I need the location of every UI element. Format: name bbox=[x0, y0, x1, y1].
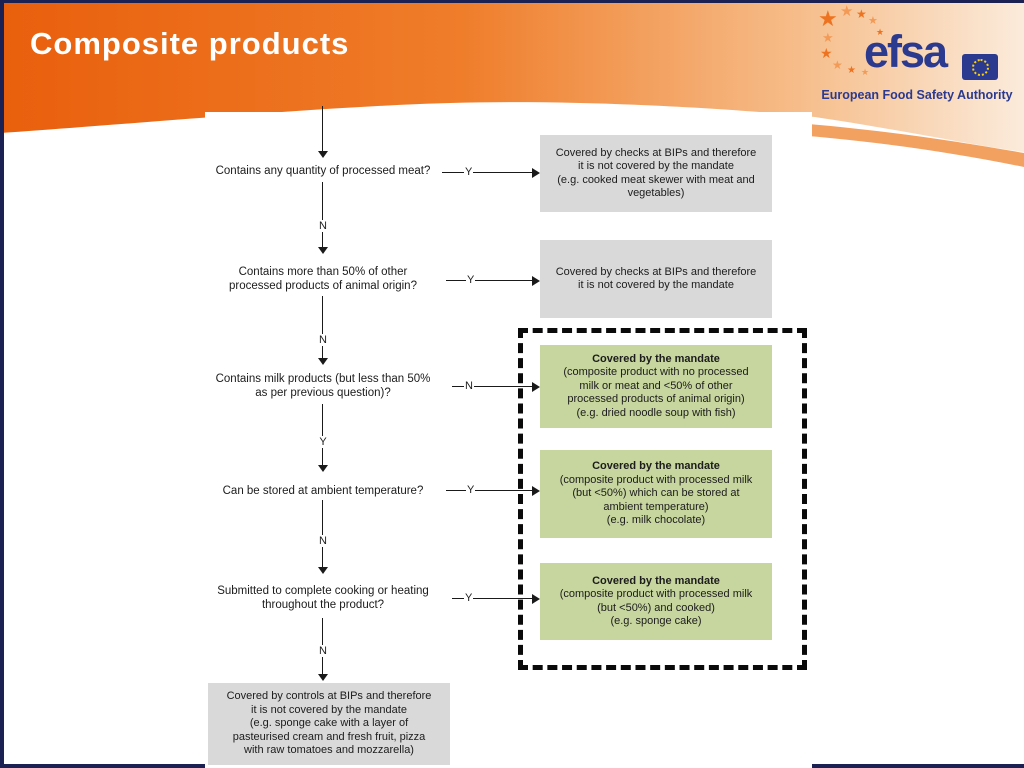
connector-start bbox=[317, 106, 329, 158]
logo-star-icon: ★ bbox=[820, 45, 833, 61]
outcome-box-1: Covered by checks at BIPs and therefore … bbox=[540, 135, 772, 212]
eu-flag-icon bbox=[962, 54, 998, 80]
logo-star-icon: ★ bbox=[856, 7, 867, 21]
logo-star-icon: ★ bbox=[876, 27, 885, 37]
connector-q5-yes: Y bbox=[452, 592, 540, 605]
logo-star-icon: ★ bbox=[847, 65, 856, 76]
outcome-box-3: Covered by the mandate (composite produc… bbox=[540, 345, 772, 428]
header-wave bbox=[0, 0, 1024, 167]
outcome-body: Covered by controls at BIPs and therefor… bbox=[226, 690, 432, 757]
outcome-body: Covered by checks at BIPs and therefore … bbox=[555, 146, 757, 200]
mandate-dashed-frame bbox=[518, 328, 807, 670]
slide-border-left bbox=[0, 0, 4, 768]
efsa-logo: ★ ★ ★ ★ ★ ★ ★ ★ ★ ★ efsa European Food S… bbox=[810, 4, 1020, 108]
flowchart-panel: Contains any quantity of processed meat?… bbox=[205, 106, 812, 768]
branch-label: Y bbox=[464, 166, 474, 178]
outcome-title: Covered by the mandate bbox=[592, 460, 720, 473]
outcome-box-5: Covered by the mandate (composite produc… bbox=[540, 563, 772, 640]
branch-label: N bbox=[464, 380, 474, 392]
outcome-box-2: Covered by checks at BIPs and therefore … bbox=[540, 240, 772, 318]
outcome-body: Covered by checks at BIPs and therefore … bbox=[555, 265, 757, 292]
logo-star-icon: ★ bbox=[822, 30, 834, 45]
logo-star-icon: ★ bbox=[818, 6, 838, 31]
outcome-body: (composite product with processed milk (… bbox=[559, 473, 753, 527]
question-3: Contains milk products (but less than 50… bbox=[215, 373, 431, 399]
connector-q5-no: N bbox=[317, 618, 329, 681]
outcome-title: Covered by the mandate bbox=[592, 574, 720, 587]
question-2: Contains more than 50% of other processe… bbox=[229, 266, 417, 292]
branch-label: N bbox=[318, 334, 328, 346]
logo-star-icon: ★ bbox=[832, 58, 843, 72]
logo-star-icon: ★ bbox=[861, 67, 870, 77]
connector-q1-yes: Y bbox=[442, 166, 540, 179]
branch-label: N bbox=[318, 535, 328, 547]
eu-stars-ring-icon bbox=[972, 59, 989, 76]
branch-label: Y bbox=[464, 592, 474, 604]
question-5: Submitted to complete cooking or heating… bbox=[217, 585, 429, 611]
branch-label: Y bbox=[466, 484, 476, 496]
connector-q2-no: N bbox=[317, 296, 329, 365]
question-4: Can be stored at ambient temperature? bbox=[222, 485, 424, 497]
branch-label: Y bbox=[466, 274, 476, 286]
connector-q4-yes: Y bbox=[446, 484, 540, 497]
outcome-body: (composite product with no processed mil… bbox=[563, 366, 749, 419]
outcome-title: Covered by the mandate bbox=[592, 352, 720, 365]
efsa-tagline: European Food Safety Authority bbox=[821, 88, 1013, 102]
connector-q3-no: N bbox=[452, 380, 540, 393]
outcome-box-6: Covered by controls at BIPs and therefor… bbox=[208, 683, 450, 765]
outcome-box-4: Covered by the mandate (composite produc… bbox=[540, 450, 772, 538]
connector-q2-yes: Y bbox=[446, 274, 540, 287]
outcome-body: (composite product with processed milk (… bbox=[559, 588, 753, 627]
logo-star-icon: ★ bbox=[840, 3, 854, 20]
branch-label: N bbox=[318, 220, 328, 232]
branch-label: N bbox=[318, 645, 328, 657]
connector-q4-no: N bbox=[317, 500, 329, 574]
slide-border-top bbox=[0, 0, 1024, 3]
page-title: Composite products bbox=[30, 26, 350, 61]
logo-star-icon: ★ bbox=[868, 15, 878, 27]
efsa-wordmark: efsa bbox=[864, 26, 948, 77]
connector-q1-no: N bbox=[317, 182, 329, 254]
question-1: Contains any quantity of processed meat? bbox=[215, 165, 431, 177]
branch-label: Y bbox=[318, 436, 328, 448]
connector-q3-yes: Y bbox=[317, 404, 329, 472]
